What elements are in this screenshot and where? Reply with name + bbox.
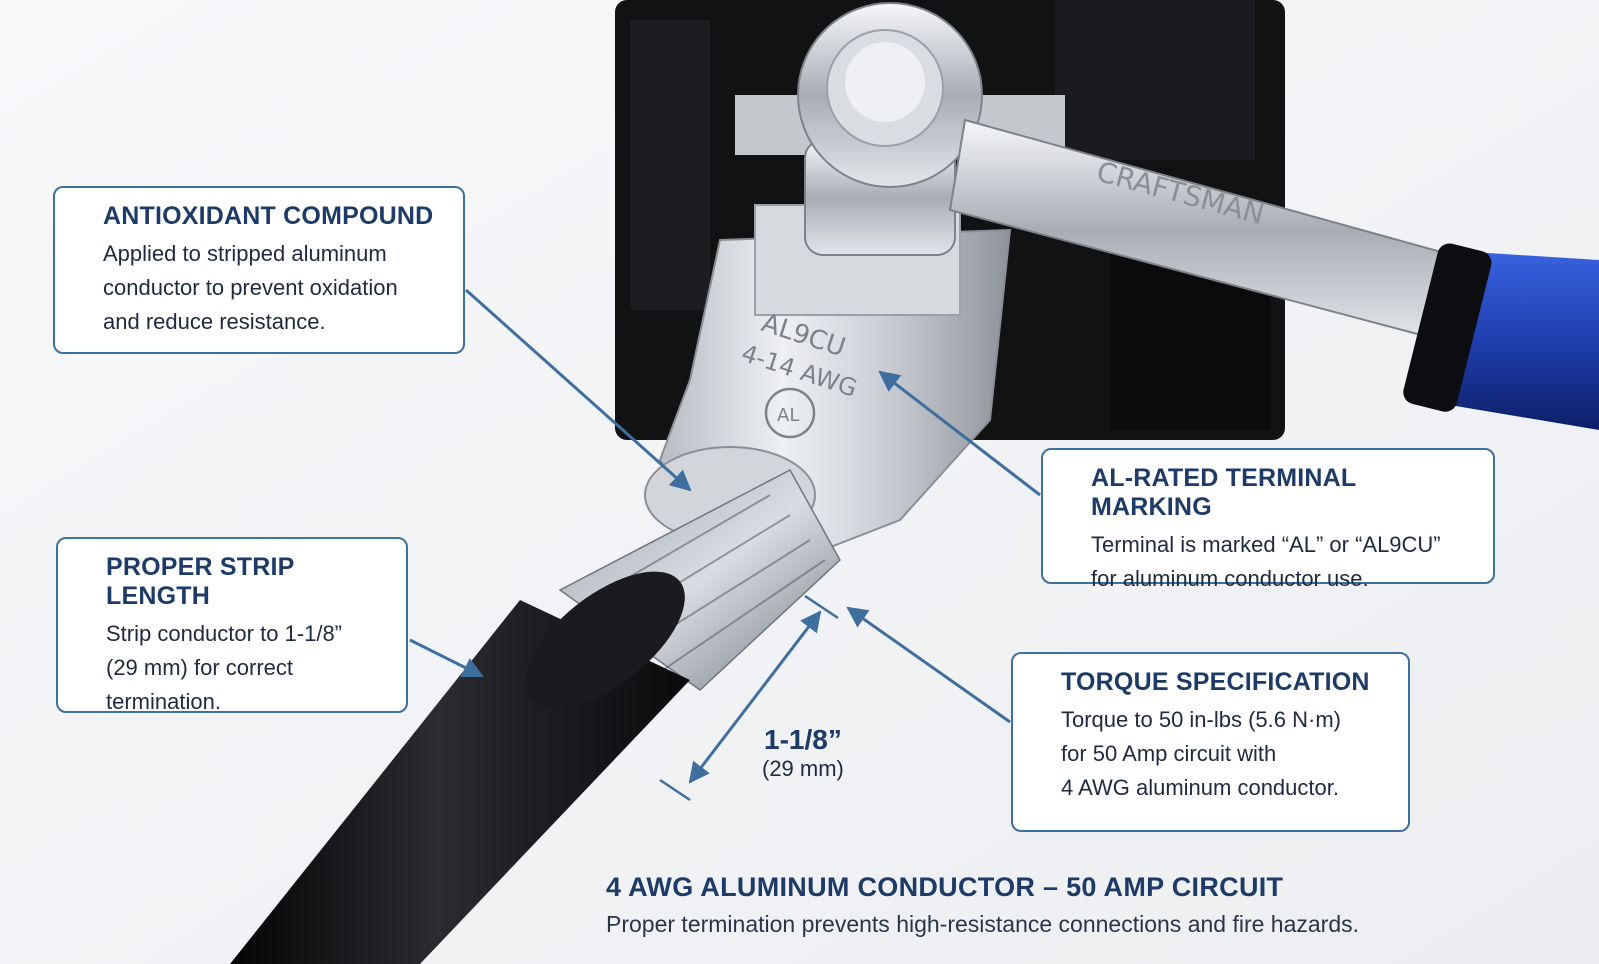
footer-title: 4 AWG ALUMINUM CONDUCTOR – 50 AMP CIRCUI…	[606, 872, 1284, 902]
callout-line: Terminal is marked “AL” or “AL9CU”	[1091, 532, 1441, 557]
callout-line: for 50 Amp circuit with	[1061, 741, 1277, 766]
stamp-badge: AL	[777, 405, 799, 426]
callout-line: Applied to stripped aluminum	[103, 241, 387, 266]
callout-line: and reduce resistance.	[103, 309, 326, 334]
callout-antioxidant-compound: ANTIOXIDANT COMPOUND Applied to stripped…	[53, 186, 465, 354]
socket-bolt	[797, 2, 983, 256]
callout-body: Applied to stripped aluminum conductor t…	[103, 237, 443, 339]
callout-title: TORQUE SPECIFICATION	[1061, 668, 1370, 696]
callout-line: for aluminum conductor use.	[1091, 566, 1369, 591]
dimension-metric: (29 mm)	[762, 756, 844, 781]
callout-line: termination.	[106, 689, 221, 714]
callout-line: Torque to 50 in-lbs (5.6 N·m)	[1061, 707, 1341, 732]
aluminum-cable	[230, 468, 841, 964]
callout-terminal-marking: AL-RATED TERMINAL MARKING Terminal is ma…	[1041, 448, 1495, 591]
callout-title: ANTIOXIDANT COMPOUND	[103, 202, 434, 230]
callout-torque-specification: TORQUE SPECIFICATION Torque to 50 in-lbs…	[1011, 652, 1410, 832]
callout-title: AL-RATED TERMINAL MARKING	[1091, 464, 1356, 521]
callout-body: Terminal is marked “AL” or “AL9CU” for a…	[1091, 528, 1473, 596]
callout-line: conductor to prevent oxidation	[103, 275, 398, 300]
callout-line: 4 AWG aluminum conductor.	[1061, 775, 1339, 800]
callout-line: (29 mm) for correct	[106, 655, 294, 680]
dimension-marker	[659, 594, 839, 802]
callout-line: Strip conductor to 1-1/8”	[106, 621, 343, 646]
al-badge-icon	[764, 387, 816, 439]
callout-title: PROPER STRIP LENGTH	[106, 553, 295, 610]
callout-strip-length: PROPER STRIP LENGTH Strip conductor to 1…	[56, 537, 408, 714]
footer-subtitle: Proper termination prevents high-resista…	[606, 911, 1360, 937]
dimension-value: 1-1/8”	[764, 724, 842, 755]
footer-caption: 4 AWG ALUMINUM CONDUCTOR – 50 AMP CIRCUI…	[606, 872, 1359, 938]
terminal-lug: AL9CU 4-14 AWG AL	[644, 204, 1012, 557]
callout-body: Strip conductor to 1-1/8” (29 mm) for co…	[106, 617, 386, 719]
leader-lines	[409, 288, 1041, 724]
callout-body: Torque to 50 in-lbs (5.6 N·m) for 50 Amp…	[1061, 703, 1388, 805]
dimension-label: 1-1/8” (29 mm)	[762, 724, 844, 782]
